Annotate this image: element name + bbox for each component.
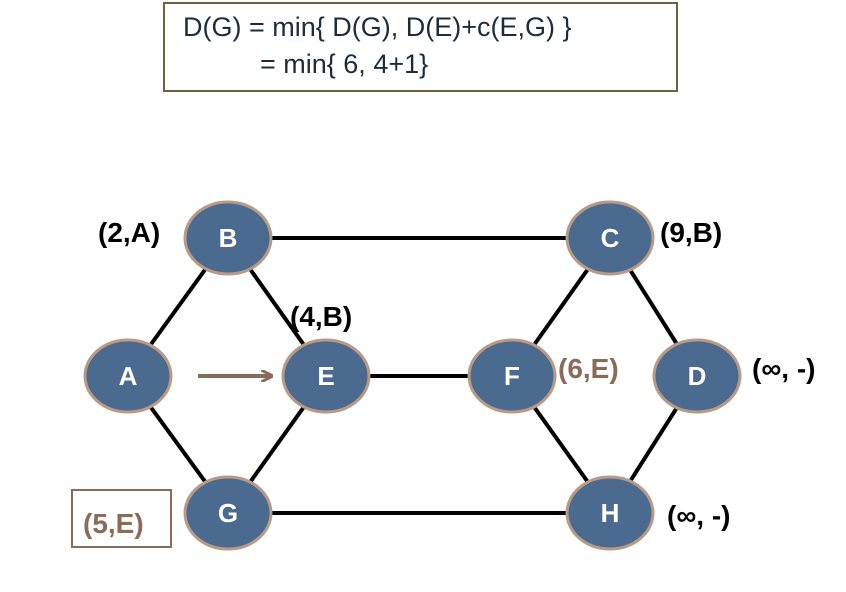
annotation-d: (∞, -) [752, 353, 816, 384]
node-circle-e [281, 338, 371, 414]
node-circle-h [565, 475, 655, 551]
node-label-g: G [218, 498, 238, 528]
node-e: E [281, 338, 371, 414]
node-label-b: B [219, 223, 238, 253]
nodes-layer: A B C D E F G H [83, 200, 742, 551]
annotation-f: (6,E) [558, 353, 619, 384]
node-label-d: D [688, 361, 707, 391]
node-a: A [83, 338, 173, 414]
node-label-a: A [119, 361, 138, 391]
annotation-text-b: (2,A) [98, 217, 160, 248]
annotation-text-h: (∞, -) [667, 500, 731, 531]
annotation-g: (5,E) [71, 489, 172, 548]
annotation-box-g [71, 489, 172, 548]
annotation-e: (4,B) [290, 301, 352, 332]
node-b: B [183, 200, 273, 276]
node-f: F [467, 338, 557, 414]
node-d: D [652, 338, 742, 414]
formula-box: D(G) = min{ D(G), D(E)+c(E,G) } = min{ 6… [163, 2, 678, 92]
node-circle-f [467, 338, 557, 414]
node-circle-g [183, 475, 273, 551]
node-c: C [565, 200, 655, 276]
node-circle-b [183, 200, 273, 276]
node-g: G [183, 475, 273, 551]
node-label-e: E [317, 361, 334, 391]
annotation-b: (2,A) [98, 217, 160, 248]
node-circle-d [652, 338, 742, 414]
annotation-text-c: (9,B) [660, 217, 722, 248]
annotations-layer: (2,A) (9,B) (∞, -) (4,B) (6,E) (5,E) (∞, -) [71, 217, 816, 548]
annotation-h: (∞, -) [667, 500, 731, 531]
formula-line-1: D(G) = min{ D(G), D(E)+c(E,G) } [183, 12, 572, 42]
node-h: H [565, 475, 655, 551]
node-label-h: H [601, 498, 620, 528]
annotation-text-d: (∞, -) [752, 353, 816, 384]
node-circle-a [83, 338, 173, 414]
formula-line-2: = min{ 6, 4+1} [260, 49, 429, 79]
annotation-text-g: (5,E) [83, 508, 144, 539]
annotation-text-f: (6,E) [558, 353, 619, 384]
annotation-text-e: (4,B) [290, 301, 352, 332]
node-circle-c [565, 200, 655, 276]
annotation-c: (9,B) [660, 217, 722, 248]
node-label-f: F [504, 361, 520, 391]
node-label-c: C [601, 223, 620, 253]
